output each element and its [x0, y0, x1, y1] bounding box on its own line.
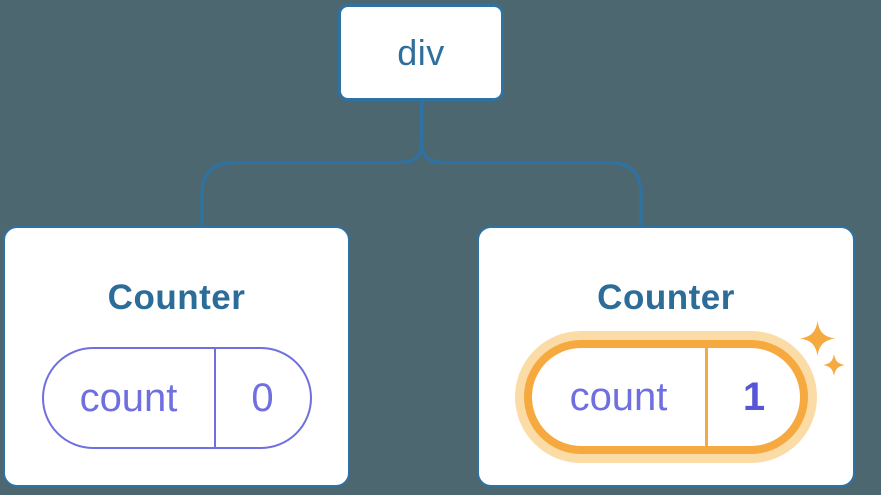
state-pill: count 0 — [41, 347, 312, 449]
counter-card-right: Counter count 1 — [477, 226, 855, 487]
state-value: 0 — [213, 349, 310, 447]
component-title: Counter — [597, 278, 735, 317]
root-node: div — [338, 4, 504, 101]
state-key-label: count — [569, 374, 668, 419]
root-node-label: div — [397, 31, 445, 73]
state-value: 1 — [705, 348, 800, 446]
counter-card-left: Counter count 0 — [3, 226, 350, 487]
sparkle-icon — [823, 354, 845, 376]
state-key-label: count — [79, 375, 178, 420]
component-title: Counter — [107, 278, 246, 317]
sparkle-icon — [800, 321, 835, 356]
state-pill-highlighted: count 1 — [524, 340, 808, 454]
